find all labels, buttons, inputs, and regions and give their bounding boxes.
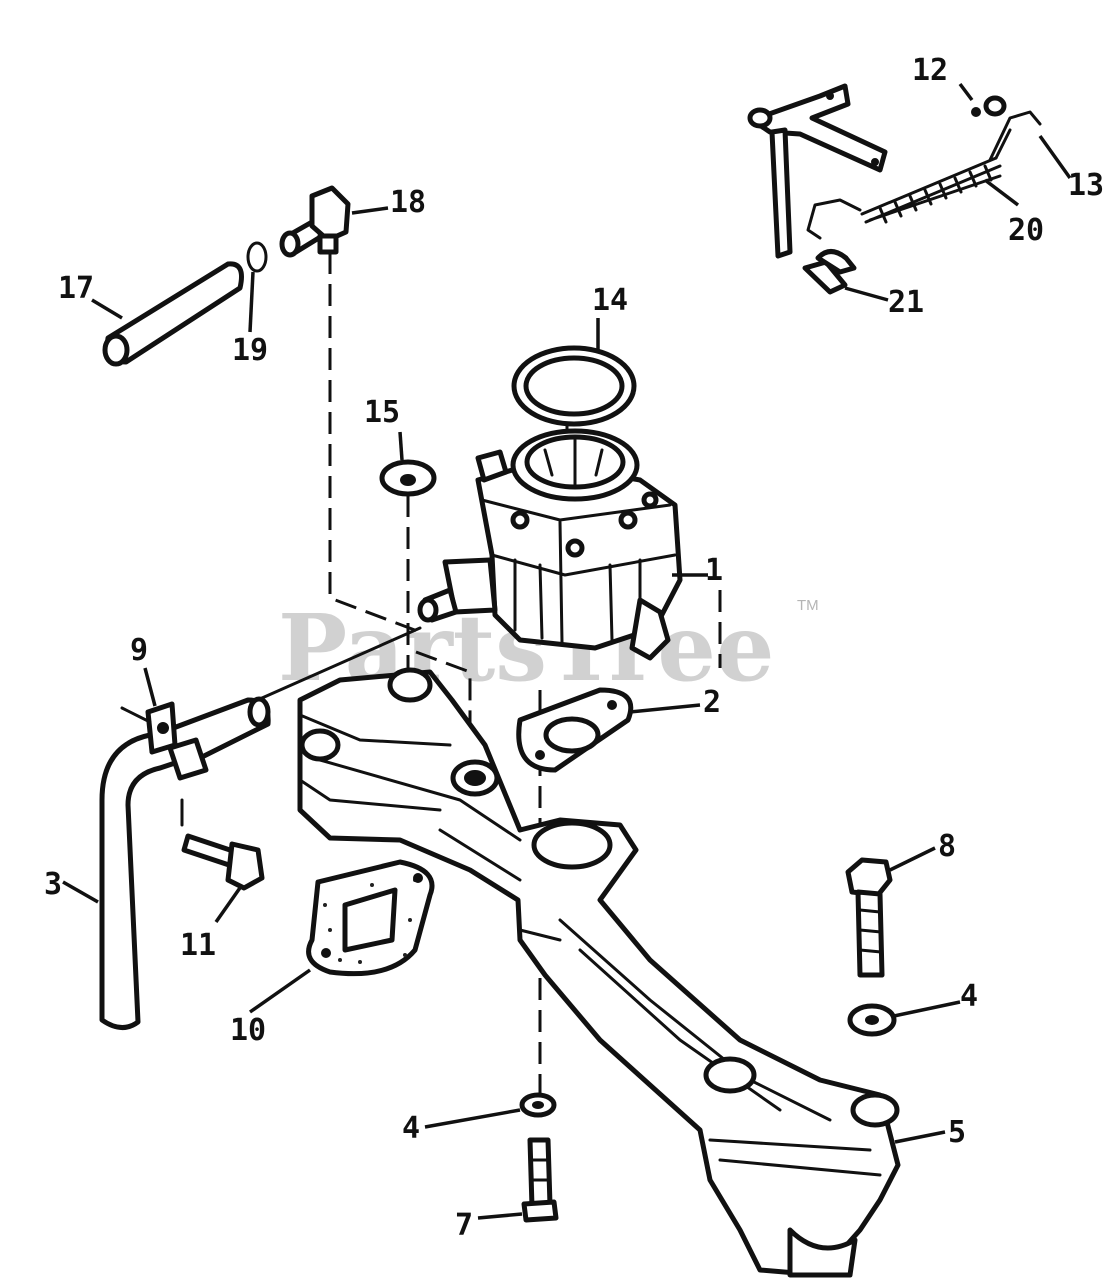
callout-4-lower: 4 [402,1111,420,1146]
washer-15 [379,459,437,497]
callout-1: 1 [705,553,723,588]
wing-nut-21 [802,249,857,295]
callout-14: 14 [592,283,628,318]
callout-17: 17 [58,271,94,306]
callout-11: 11 [180,928,216,963]
callout-3: 3 [44,867,62,902]
watermark-trademark: TM [797,597,819,614]
callout-9: 9 [130,633,148,668]
hose-17 [102,261,244,367]
nut-12 [971,95,1007,117]
callout-19: 19 [232,333,268,368]
callout-8: 8 [938,829,956,864]
washer-4-lower [519,1092,557,1118]
callout-12: 12 [912,53,948,88]
gasket-2 [516,687,634,773]
throttle-lever [747,83,888,259]
callout-18: 18 [390,185,426,220]
callout-21: 21 [888,285,924,320]
callout-20: 20 [1008,213,1044,248]
gasket-10 [306,859,435,977]
callouts: 1 2 3 4 4 5 7 8 9 10 11 12 13 14 15 17 1… [44,53,1104,1243]
clamp-19 [246,241,268,273]
tube-3 [99,696,271,1030]
spring-20 [806,128,1012,240]
callout-10: 10 [230,1013,266,1048]
callout-2: 2 [703,685,721,720]
bolt-7 [521,1137,559,1223]
clip-9 [120,701,178,755]
leader-lines [62,82,1072,1220]
manifold-5 [297,667,901,1278]
callout-5: 5 [948,1115,966,1150]
callout-4-upper: 4 [960,979,978,1014]
elbow-fitting-18 [279,185,351,258]
rod-13 [988,110,1042,162]
bolt-11 [180,798,265,891]
washer-4-upper [847,1003,897,1037]
o-ring-14 [511,345,637,427]
callout-13: 13 [1068,168,1104,203]
callout-15: 15 [364,395,400,430]
bolt-8 [845,857,893,978]
carburetor-1 [417,428,683,661]
callout-7: 7 [455,1208,473,1243]
